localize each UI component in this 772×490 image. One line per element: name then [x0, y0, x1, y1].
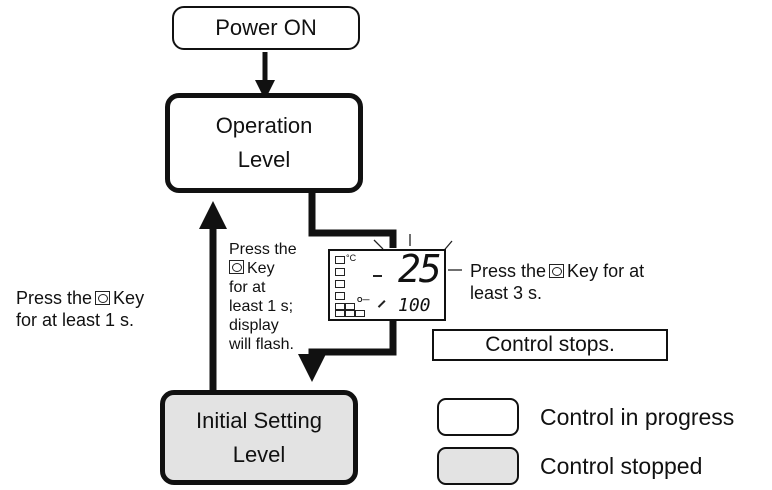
indicator-block — [355, 310, 365, 317]
present-value: 25 — [398, 247, 442, 291]
mid-note-line-5: display — [229, 317, 279, 334]
right-note-text-3: least 3 s. — [470, 283, 543, 303]
status-indicator — [335, 280, 345, 288]
legend-label-stopped: Control stopped — [540, 453, 703, 479]
mode-key-icon — [95, 291, 111, 305]
right-note: Press the Key for at least 3 s. — [470, 260, 720, 304]
slash-mark — [377, 300, 386, 308]
status-indicator — [335, 268, 345, 276]
initial-setting-level-node: Initial Setting Level — [160, 390, 358, 485]
set-value: 100 — [398, 295, 431, 316]
mid-note-line-4: least 1 s; — [229, 298, 294, 315]
status-indicator — [335, 256, 345, 264]
operation-level-node: Operation Level — [165, 93, 363, 193]
temperature-unit: °C — [346, 253, 357, 263]
middle-note: Press the Key for at least 1 s; display … — [229, 240, 319, 354]
left-note-text-1: Press the — [16, 288, 93, 308]
mid-note-line-2: Key — [247, 260, 275, 277]
control-stops-box: Control stops. — [432, 329, 668, 361]
indicator-block — [335, 310, 345, 317]
arrow-operation-to-initial-lower — [298, 320, 397, 382]
power-on-node: Power ON — [172, 6, 360, 50]
key-lock-icon: O— — [357, 297, 370, 304]
left-note-text-2: Key — [113, 288, 145, 308]
right-note-text-2: Key for at — [567, 261, 645, 281]
right-note-text-1: Press the — [470, 261, 547, 281]
operation-level-label-1: Operation — [215, 113, 313, 138]
indicator-block — [345, 303, 355, 310]
operation-level-label-2: Level — [237, 147, 291, 172]
legend-label-in-progress: Control in progress — [540, 404, 735, 430]
mid-note-line-1: Press the — [229, 241, 297, 258]
initial-setting-label-2: Level — [232, 441, 286, 467]
indicator-block — [335, 303, 345, 310]
left-note-text-3: for at least 1 s. — [16, 310, 135, 330]
arrow-operation-to-initial — [308, 190, 397, 248]
flash-tick — [373, 239, 384, 250]
initial-setting-label-1: Initial Setting — [196, 407, 322, 433]
legend-swatch-in-progress — [437, 398, 519, 436]
dash-mark — [373, 275, 382, 277]
control-stops-label: Control stops. — [485, 333, 615, 356]
left-note: Press the Key for at least 1 s. — [16, 287, 191, 331]
legend-swatch-stopped — [437, 447, 519, 485]
controller-display: °C 25 O— 100 — [328, 247, 446, 321]
mid-note-line-3: for at — [229, 279, 266, 296]
indicator-block — [345, 310, 355, 317]
power-on-label: Power ON — [215, 15, 317, 40]
status-indicator — [335, 292, 345, 300]
mode-key-icon — [549, 264, 565, 278]
mode-key-icon — [229, 260, 244, 274]
mid-note-line-6: will flash. — [229, 336, 294, 353]
